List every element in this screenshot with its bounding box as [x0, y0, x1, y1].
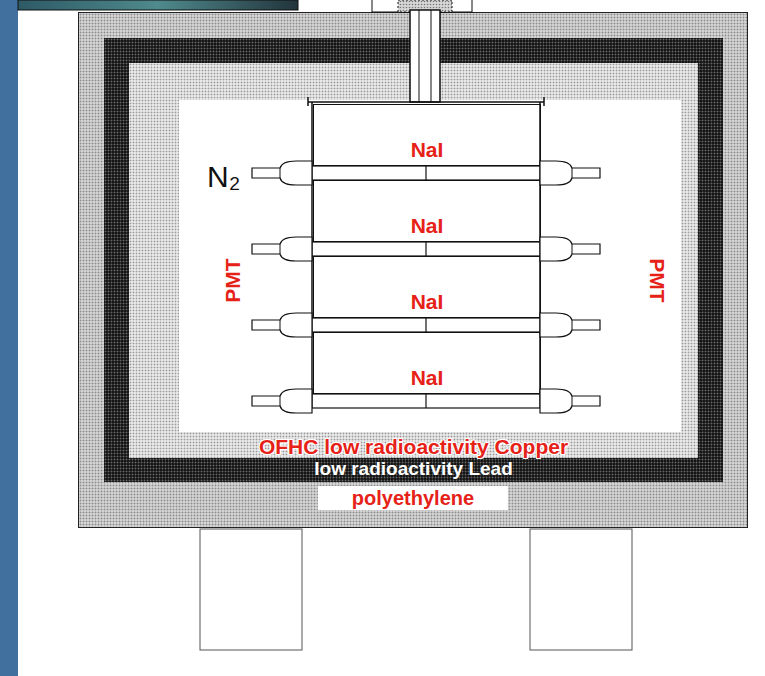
- layer-label: polyethylene: [318, 486, 508, 510]
- crystal-label: NaI: [411, 290, 444, 313]
- crystal-label: NaI: [411, 138, 444, 161]
- stack-frame: [308, 97, 544, 408]
- pmt-symbol: [540, 161, 600, 185]
- top-plug: [398, 0, 452, 12]
- side-strip: [0, 0, 18, 676]
- photo-fragment: [18, 0, 298, 10]
- pmt-symbol: [540, 313, 600, 337]
- pmt-label: PMT: [221, 258, 242, 302]
- layer-label: N₂: [207, 160, 240, 193]
- crystal-label: NaI: [411, 366, 444, 389]
- lead-band: NaI NaI NaI NaI N₂ OFHC low radioactivity Cop…: [104, 38, 723, 482]
- nai-crystal: NaI: [313, 104, 541, 166]
- copper-band: NaI NaI NaI NaI N₂ OFHC low radioactivity Cop…: [129, 63, 698, 458]
- light-guides: [252, 161, 600, 413]
- pmt-symbol: [540, 237, 600, 261]
- pmt-symbol: [252, 237, 312, 261]
- crystal-label: NaI: [411, 214, 444, 237]
- pmt-symbol: [540, 389, 600, 413]
- nitrogen-region: NaI NaI NaI NaI N₂: [179, 100, 681, 432]
- top-flange: [372, 0, 472, 12]
- pmt-label: PMT: [646, 258, 667, 302]
- nai-crystal: NaI: [313, 180, 541, 242]
- layer-label: low radioactivity Lead: [314, 459, 513, 480]
- pmt-symbol: [252, 389, 312, 413]
- layer-label: OFHC low radioactivity Copper: [259, 435, 568, 458]
- nai-crystal: NaI: [313, 332, 541, 394]
- pipe: [410, 10, 440, 102]
- pmt-symbol: [252, 161, 312, 185]
- nai-crystal: NaI: [313, 256, 541, 318]
- pmt-symbol: [252, 313, 312, 337]
- support-legs: [200, 529, 632, 650]
